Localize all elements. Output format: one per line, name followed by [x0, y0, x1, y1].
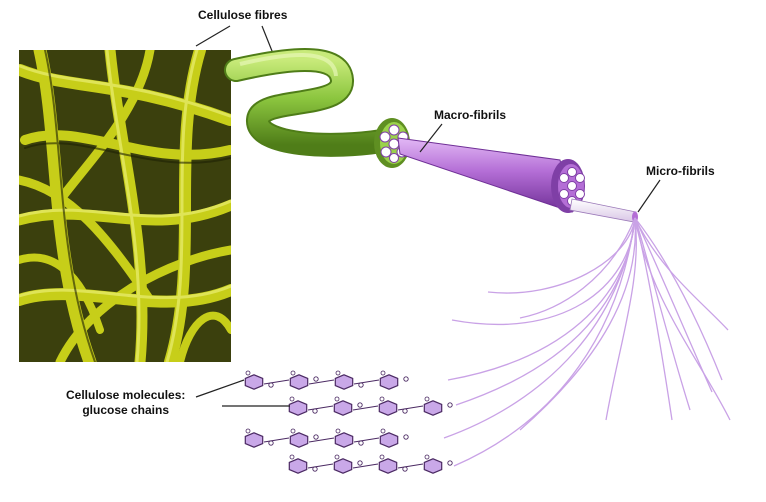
glycosidic-bond: [352, 405, 379, 411]
label-molecules-line2: glucose chains: [82, 403, 170, 417]
oxygen-bond-icon: [313, 376, 319, 382]
glucose-chains: [244, 370, 453, 474]
hexagon-ring-icon: [244, 374, 264, 390]
glycosidic-bond: [307, 405, 334, 411]
hydroxyl-group-icon: [290, 370, 296, 376]
glucose-chain: [244, 428, 409, 448]
hexagon-ring-icon: [244, 432, 264, 448]
hexagon-ring-icon: [423, 400, 443, 416]
leader-line-micro-fibrils: [637, 179, 661, 213]
fibre-micrograph: [19, 50, 231, 362]
hydroxyl-group-icon: [245, 428, 251, 434]
oxygen-bond-icon: [313, 434, 319, 440]
macro-fibril-cone: [397, 137, 585, 213]
hydroxyl-group-icon: [379, 454, 385, 460]
cellulose-strands: [443, 217, 731, 467]
hexagon-ring-icon: [334, 432, 354, 448]
label-macro-fibrils: Macro-fibrils: [434, 108, 507, 122]
hexagon-ring-icon: [379, 432, 399, 448]
glucose-chain: [244, 370, 409, 390]
hexagon-ring-icon: [423, 458, 443, 474]
hexagon-ring-icon: [289, 432, 309, 448]
leader-line-macro-fibrils: [419, 123, 443, 153]
micro-fibril-rod: [569, 198, 638, 223]
hydroxyl-group-icon: [335, 428, 341, 434]
hydroxyl-group-icon: [379, 396, 385, 402]
glucose-chain: [288, 396, 453, 416]
leader-line-molecules-1: [195, 379, 245, 398]
oxygen-bond-icon: [357, 460, 363, 466]
glycosidic-bond: [353, 379, 380, 385]
hexagon-ring-icon: [378, 400, 398, 416]
cellulose-fibre-tube: [224, 48, 410, 168]
glycosidic-bond: [263, 379, 290, 385]
leader-line-cellulose-fibres: [195, 25, 231, 47]
hydroxyl-group-icon: [424, 454, 430, 460]
hydroxyl-group-icon: [424, 396, 430, 402]
label-micro-fibrils: Micro-fibrils: [646, 164, 715, 178]
hydroxyl-group-icon: [334, 396, 340, 402]
hexagon-ring-icon: [379, 374, 399, 390]
glycosidic-bond: [263, 437, 290, 443]
oxygen-bond-icon: [447, 460, 453, 466]
label-molecules-line1: Cellulose molecules:: [66, 388, 186, 402]
hydroxyl-group-icon: [289, 454, 295, 460]
hexagon-ring-icon: [333, 458, 353, 474]
hydroxyl-group-icon: [380, 428, 386, 434]
hexagon-ring-icon: [334, 374, 354, 390]
oxygen-bond-icon: [447, 402, 453, 408]
label-cellulose-fibres: Cellulose fibres: [198, 8, 288, 22]
glycosidic-bond: [397, 463, 424, 469]
hydroxyl-group-icon: [245, 370, 251, 376]
glucose-chain: [288, 454, 453, 474]
hexagon-ring-icon: [288, 400, 308, 416]
hexagon-ring-icon: [333, 400, 353, 416]
hexagon-ring-icon: [378, 458, 398, 474]
hydroxyl-group-icon: [380, 370, 386, 376]
oxygen-bond-icon: [403, 376, 409, 382]
glycosidic-bond: [352, 463, 379, 469]
hydroxyl-group-icon: [335, 370, 341, 376]
hydroxyl-group-icon: [290, 428, 296, 434]
glycosidic-bond: [307, 463, 334, 469]
oxygen-bond-icon: [357, 402, 363, 408]
hexagon-ring-icon: [289, 374, 309, 390]
hexagon-ring-icon: [288, 458, 308, 474]
glycosidic-bond: [308, 379, 335, 385]
label-cellulose-molecules: Cellulose molecules: glucose chains: [66, 388, 185, 418]
glycosidic-bond: [397, 405, 424, 411]
oxygen-bond-icon: [403, 434, 409, 440]
hydroxyl-group-icon: [334, 454, 340, 460]
glycosidic-bond: [353, 437, 380, 443]
glycosidic-bond: [308, 437, 335, 443]
hydroxyl-group-icon: [289, 396, 295, 402]
